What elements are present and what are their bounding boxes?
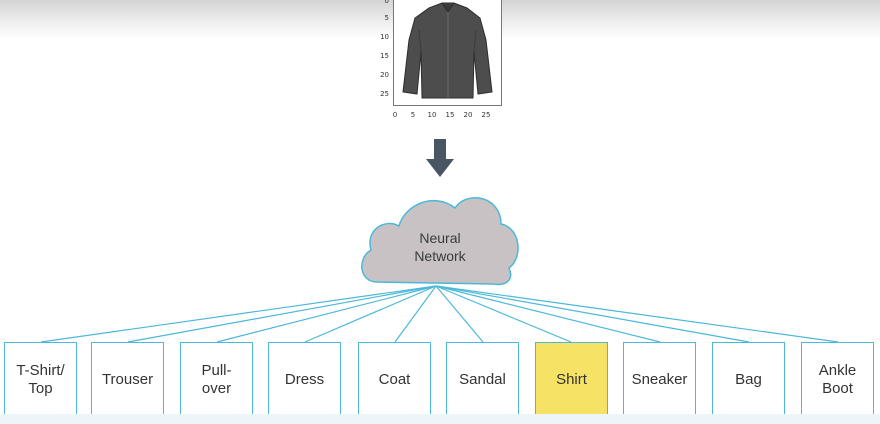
x-tick-label: 10: [427, 111, 437, 119]
connector-line: [435, 285, 484, 343]
class-label: T-Shirt/ Top: [16, 361, 65, 397]
class-label: Sneaker: [631, 370, 688, 388]
shirt-image: [402, 2, 493, 99]
class-box-sandal: Sandal: [446, 342, 519, 417]
connector-line: [435, 285, 572, 343]
class-label: Shirt: [556, 370, 587, 388]
connector-line: [216, 285, 437, 343]
class-label: Sandal: [459, 370, 506, 388]
neural-network-label: Neural Network: [414, 230, 466, 264]
class-label: Pull- over: [201, 361, 232, 397]
class-box-pullover: Pull- over: [180, 342, 253, 417]
x-tick-label: 0: [392, 111, 398, 119]
class-box-t-shirt-top: T-Shirt/ Top: [4, 342, 77, 417]
x-tick-label: 15: [445, 111, 455, 119]
y-tick-label: 15: [380, 52, 389, 60]
class-label: Coat: [378, 370, 411, 388]
connector-line: [304, 285, 437, 343]
x-tick-label: 25: [481, 111, 491, 119]
connector-line: [435, 285, 839, 343]
connector-line: [435, 285, 661, 343]
neural-network-cloud: [361, 197, 519, 286]
x-tick-label: 20: [463, 111, 473, 119]
class-label: Bag: [735, 370, 762, 388]
input-image-plot: [393, 0, 502, 106]
class-label: Ankle Boot: [818, 361, 857, 397]
x-tick-label: 5: [410, 111, 416, 119]
down-arrow-icon: [426, 139, 454, 177]
bottom-strip: [0, 414, 880, 424]
class-box-ankle-boot: Ankle Boot: [801, 342, 874, 417]
connector-line: [127, 285, 437, 343]
y-tick-label: 20: [380, 71, 389, 79]
class-label: Trouser: [101, 370, 154, 388]
class-box-shirt: Shirt: [535, 342, 608, 417]
y-tick-label: 0: [384, 0, 389, 5]
connector-line: [40, 285, 437, 343]
y-tick-label: 10: [380, 33, 389, 41]
class-label: Dress: [284, 370, 325, 388]
class-box-sneaker: Sneaker: [623, 342, 696, 417]
connector-line: [435, 285, 750, 343]
class-box-dress: Dress: [268, 342, 341, 417]
class-box-trouser: Trouser: [91, 342, 164, 417]
connector-line: [394, 285, 437, 343]
class-box-bag: Bag: [712, 342, 785, 417]
y-tick-label: 5: [384, 14, 389, 22]
y-tick-label: 25: [380, 90, 389, 98]
class-box-coat: Coat: [358, 342, 431, 417]
